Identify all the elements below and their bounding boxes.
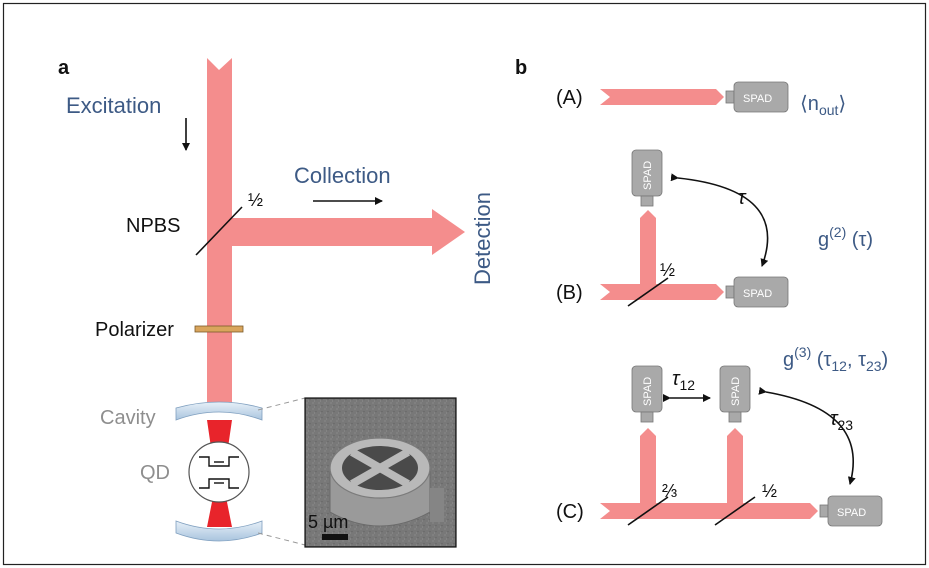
qd-band-diagram [199,456,239,489]
g2-function: g(2) (τ) [818,224,873,251]
panel-b: b (A) SPAD ⟨nout⟩ (B) ½ SPAD [515,57,888,527]
qd-circle [188,441,250,503]
setup-c-beam-horizontal [600,503,818,519]
setup-a-beam [600,89,724,105]
setup-c: (C) ⅔ ½ SPAD SPAD S [556,344,888,527]
svg-text:SPAD: SPAD [743,93,772,105]
polarizer-label: Polarizer [95,319,174,341]
setup-c-tau23: τ23 [830,408,853,433]
setup-c-ratio-2: ½ [762,481,777,501]
qd-label: QD [140,462,170,484]
scale-bar [322,534,348,540]
collection-beam [232,209,465,255]
npbs-label: NPBS [126,215,180,237]
svg-text:SPAD: SPAD [837,507,866,519]
setup-b-tau: τ [738,187,747,209]
setup-b-spad-right: SPAD [725,276,789,308]
collection-label: Collection [294,163,391,188]
setup-b-beam-vertical [640,210,656,284]
cavity-top-mirror [175,401,263,421]
setup-c-label: (C) [556,501,584,523]
inset-guide-bottom [257,532,306,546]
npbs-ratio: ½ [248,190,263,210]
scale-bar-label: 5 µm [308,512,348,532]
setup-c-splitter-2 [714,496,756,526]
panel-a: a Excitation Collection Detection NPBS ½… [58,57,495,548]
svg-text:SPAD: SPAD [642,377,654,406]
setup-c-ratio-1: ⅔ [662,481,677,501]
setup-b-label: (B) [556,282,583,304]
setup-b-splitter [627,277,669,307]
panel-a-label: a [58,57,70,79]
setup-a-spad: SPAD [725,81,789,113]
setup-c-tau23-arrow [758,386,856,485]
setup-c-splitter-1 [627,496,669,526]
cavity-bottom-mirror [175,520,263,542]
svg-text:SPAD: SPAD [730,377,742,406]
setup-a: (A) SPAD ⟨nout⟩ [556,81,846,118]
npbs-splitter [195,206,243,256]
setup-b-ratio: ½ [660,260,675,280]
svg-text:SPAD: SPAD [743,288,772,300]
setup-b-spad-top: SPAD [631,149,663,207]
mean-photon-number: ⟨nout⟩ [800,93,846,118]
detection-label: Detection [470,192,495,285]
panel-b-label: b [515,57,527,79]
setup-b: (B) ½ SPAD SPAD τ g(2) (τ) [556,149,873,308]
inset-guide-top [257,397,306,411]
excitation-beam [207,58,232,408]
setup-c-tau12: τ12 [672,368,695,393]
setup-c-beam-vertical-1 [640,428,656,503]
g3-function: g(3) (τ12, τ23) [783,344,888,374]
setup-c-spad-2: SPAD [719,365,751,423]
polarizer-element [194,325,244,333]
setup-a-label: (A) [556,87,583,109]
sem-inset: 5 µm [304,397,457,548]
svg-text:SPAD: SPAD [642,161,654,190]
setup-b-delay-arrow [670,173,769,267]
cavity-label: Cavity [100,407,156,429]
setup-b-beam-horizontal [600,284,724,300]
excitation-label: Excitation [66,93,161,118]
setup-c-spad-1: SPAD [631,365,663,423]
setup-c-spad-3: SPAD [819,495,883,527]
setup-c-beam-vertical-2 [727,428,743,503]
